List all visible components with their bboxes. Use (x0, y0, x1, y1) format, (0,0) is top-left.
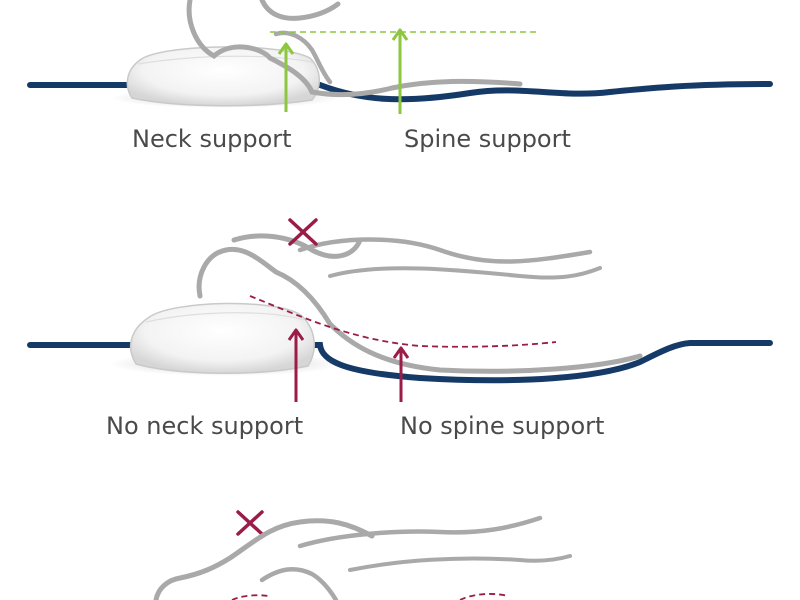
shoulder-outline (297, 515, 543, 549)
face-outline (153, 518, 375, 600)
face-outline (259, 0, 341, 21)
spine-support-label: Spine support (404, 125, 571, 153)
panel-too-high (153, 510, 572, 600)
no-neck-support-label: No neck support (106, 412, 304, 440)
arrow-up-icon (392, 346, 410, 402)
panel-correct-support (27, 0, 773, 114)
shoulder-outline (273, 30, 333, 85)
arrow-up-icon (287, 328, 305, 402)
shoulder-outline (297, 237, 593, 264)
neck-support-label: Neck support (132, 125, 292, 153)
no-spine-support-label: No spine support (400, 412, 605, 440)
head-outline (259, 566, 339, 600)
pillow-seam (145, 312, 305, 323)
body-outline (196, 246, 643, 374)
pillow (129, 302, 315, 374)
body-outline (186, 0, 523, 98)
misalignment-line (459, 593, 509, 600)
mattress-line (27, 81, 773, 103)
cross-icon (288, 218, 318, 246)
cross-icon (236, 510, 264, 536)
arrow-up-icon (277, 42, 295, 112)
misalignment-line (231, 594, 269, 600)
back-outline (328, 266, 602, 280)
pillow-seam (137, 55, 313, 65)
panel-no-support (27, 218, 773, 402)
misalignment-line (249, 295, 557, 348)
face-outline (231, 233, 363, 259)
back-outline (348, 554, 572, 572)
pillow (126, 46, 320, 107)
arrow-up-icon (391, 28, 409, 114)
